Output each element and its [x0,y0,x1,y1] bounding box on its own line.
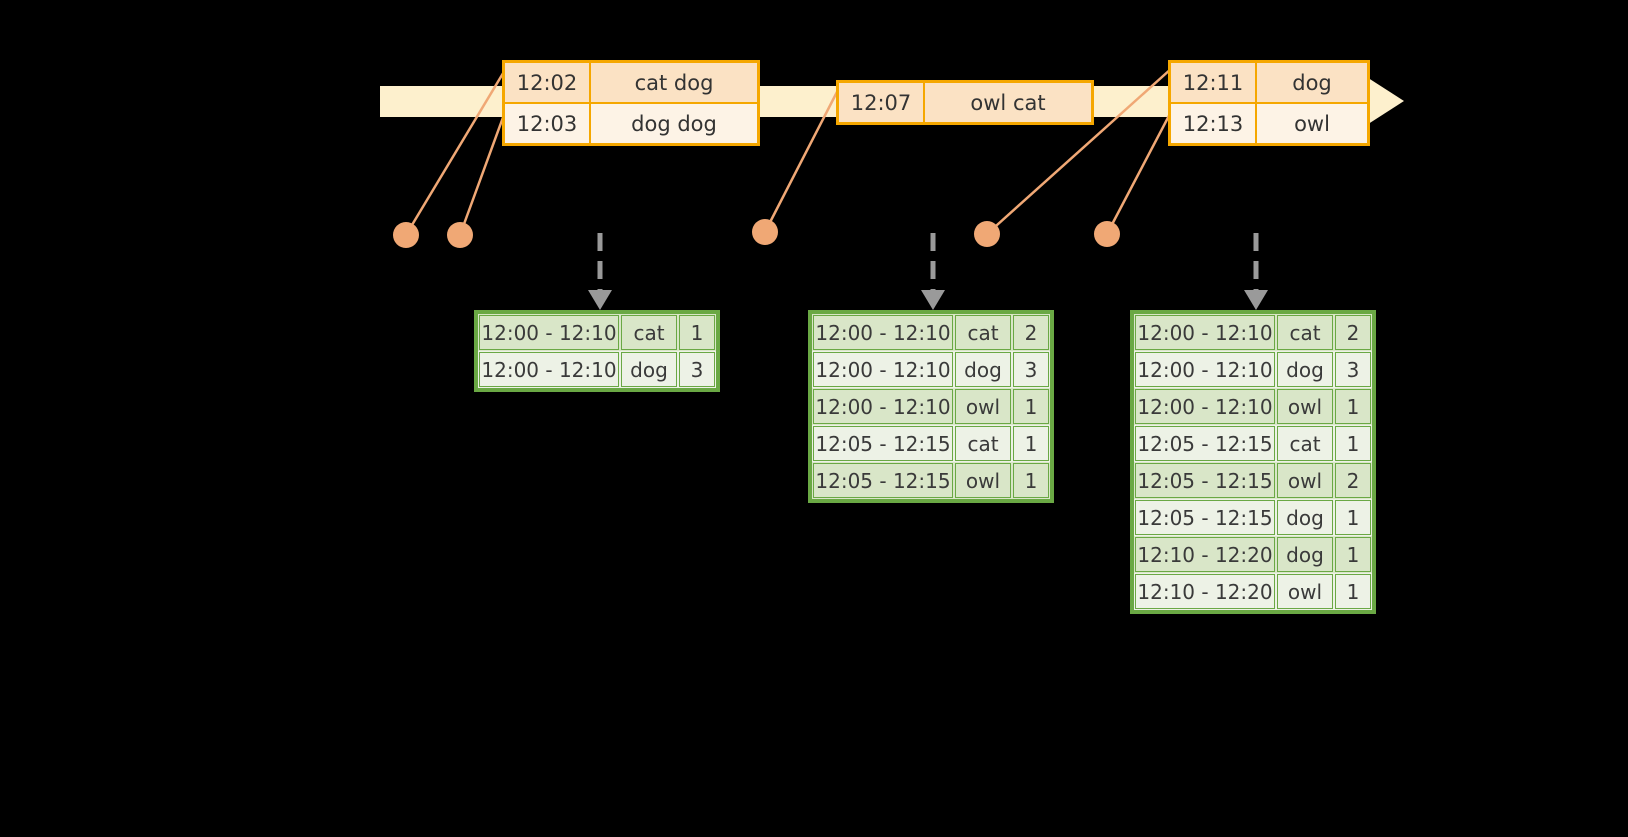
event-row: 12:11 dog [1171,63,1367,102]
key-cell: owl [1277,574,1333,609]
key-cell: owl [1277,463,1333,498]
window-cell: 12:00 - 12:10 [1135,352,1275,387]
count-cell: 3 [1013,352,1049,387]
count-cell: 1 [1335,574,1371,609]
count-cell: 2 [1013,315,1049,350]
event-box-1: 12:02 cat dog 12:03 dog dog [502,60,760,146]
window-cell: 12:05 - 12:15 [1135,500,1275,535]
key-cell: dog [1277,352,1333,387]
connector-line-5 [1105,109,1174,235]
event-row: 12:13 owl [1171,102,1367,143]
connector-dot-1 [393,222,419,248]
event-value: owl cat [923,83,1091,122]
window-cell: 12:05 - 12:15 [813,463,953,498]
event-value: owl [1255,104,1367,143]
event-time: 12:03 [516,111,578,136]
window-cell: 12:05 - 12:15 [813,426,953,461]
key-cell: owl [955,463,1011,498]
count-cell: 2 [1335,315,1371,350]
count-cell: 1 [1335,500,1371,535]
event-row: 12:02 cat dog [505,63,757,102]
dashed-arrow-head-2 [921,290,945,310]
event-value: cat dog [589,63,757,102]
event-value: dog [1255,63,1367,102]
window-cell: 12:00 - 12:10 [1135,315,1275,350]
key-cell: dog [955,352,1011,387]
event-row: 12:07 owl cat [839,83,1091,122]
key-cell: cat [955,315,1011,350]
count-cell: 1 [679,315,715,350]
key-cell: owl [1277,389,1333,424]
key-cell: cat [1277,426,1333,461]
count-cell: 1 [1013,426,1049,461]
window-cell: 12:00 - 12:10 [479,352,619,387]
window-cell: 12:00 - 12:10 [813,389,953,424]
window-cell: 12:05 - 12:15 [1135,463,1275,498]
key-cell: dog [1277,537,1333,572]
event-value: dog dog [589,104,757,143]
event-box-2: 12:07 owl cat [836,80,1094,125]
connector-dot-4 [974,221,1000,247]
count-cell: 1 [1335,537,1371,572]
count-cell: 3 [1335,352,1371,387]
count-cell: 1 [1335,426,1371,461]
key-cell: cat [955,426,1011,461]
event-time: 12:13 [1182,111,1244,136]
event-row: 12:03 dog dog [505,102,757,143]
event-time: 12:07 [850,90,912,115]
count-cell: 1 [1335,389,1371,424]
key-cell: dog [621,352,677,387]
connector-dot-3 [752,219,778,245]
key-cell: cat [621,315,677,350]
event-time: 12:11 [1182,70,1244,95]
count-cell: 3 [679,352,715,387]
key-cell: cat [1277,315,1333,350]
count-cell: 1 [1013,389,1049,424]
connector-dot-2 [447,222,473,248]
key-cell: dog [1277,500,1333,535]
connector-line-2 [458,111,507,236]
event-time: 12:02 [516,70,578,95]
event-box-3: 12:11 dog 12:13 owl [1168,60,1370,146]
window-cell: 12:00 - 12:10 [1135,389,1275,424]
key-cell: owl [955,389,1011,424]
window-cell: 12:00 - 12:10 [813,315,953,350]
window-cell: 12:10 - 12:20 [1135,537,1275,572]
window-cell: 12:10 - 12:20 [1135,574,1275,609]
window-cell: 12:00 - 12:10 [813,352,953,387]
dashed-arrow-head-1 [588,290,612,310]
count-cell: 2 [1335,463,1371,498]
connector-dot-5 [1094,221,1120,247]
window-cell: 12:00 - 12:10 [479,315,619,350]
count-cell: 1 [1013,463,1049,498]
window-cell: 12:05 - 12:15 [1135,426,1275,461]
dashed-arrow-head-3 [1244,290,1268,310]
